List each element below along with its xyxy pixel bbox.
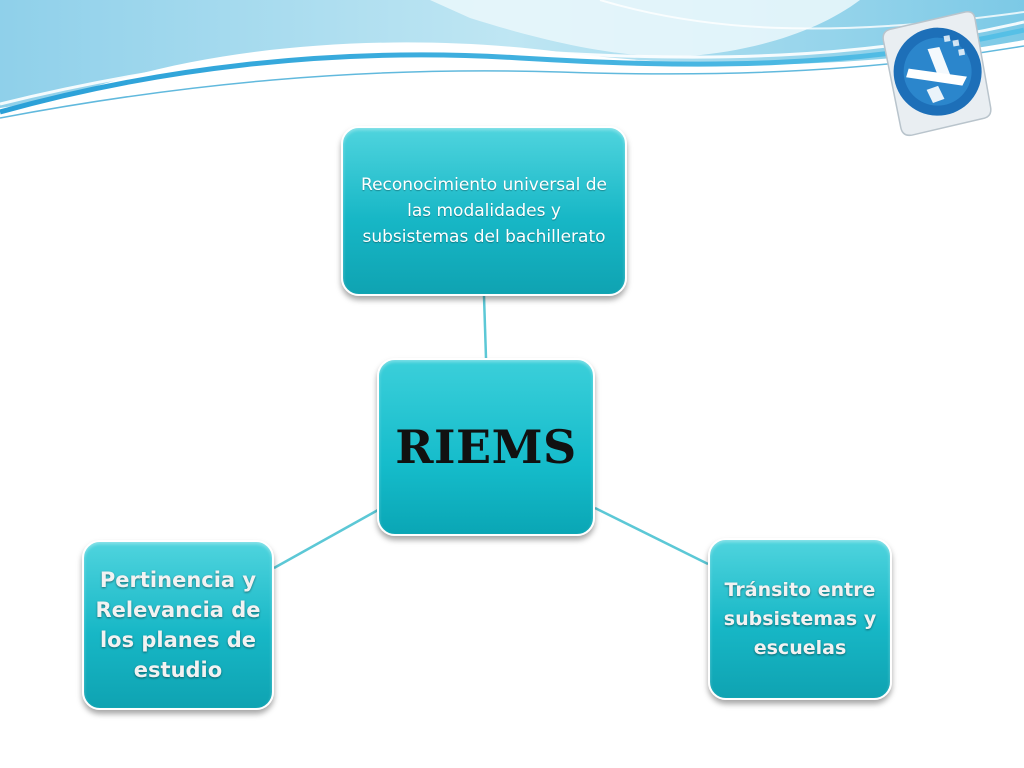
- wave-banner: [0, 0, 1024, 119]
- airplane-seal-icon: [882, 10, 992, 137]
- node-right-label: Tránsito entre subsistemas y escuelas: [723, 578, 877, 659]
- node-center-label: RIEMS: [395, 420, 577, 474]
- node-center: RIEMS: [377, 358, 595, 536]
- connector-left: [273, 508, 379, 570]
- node-right: Tránsito entre subsistemas y escuelas: [708, 538, 892, 700]
- node-left: Pertinencia y Relevancia de los planes d…: [82, 540, 274, 710]
- connector-top: [482, 295, 488, 359]
- connector-right: [594, 506, 709, 566]
- node-top: Reconocimiento universal de las modalida…: [341, 126, 627, 296]
- node-top-label: Reconocimiento universal de las modalida…: [361, 175, 607, 247]
- node-left-label: Pertinencia y Relevancia de los planes d…: [95, 568, 261, 682]
